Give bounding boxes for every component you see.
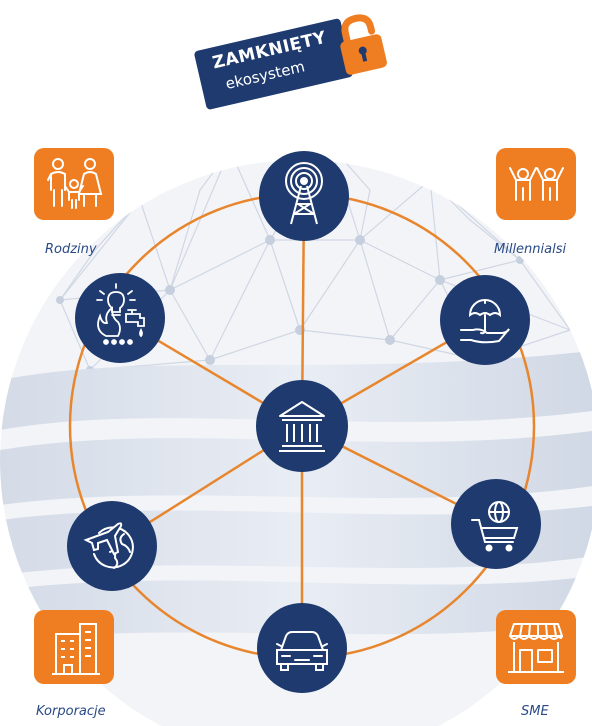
millennialsi-segment-icon-box [496, 148, 576, 220]
travel-node [67, 501, 157, 591]
utilities-node [75, 273, 165, 363]
telecom-node [259, 151, 349, 241]
insurance-node [440, 275, 530, 365]
shop-icon [508, 623, 564, 673]
sme-segment-icon-box [496, 610, 576, 684]
utilities-icon [96, 283, 145, 345]
ecommerce-node [451, 479, 541, 569]
radio-tower-icon [285, 162, 323, 225]
segment-label-millennialsi: Millennialsi [494, 242, 567, 257]
office-building-icon [52, 623, 100, 675]
closed-ecosystem-badge: ZAMKNIĘTY ekosystem [191, 0, 390, 120]
young-people-icon [509, 167, 564, 201]
plane-globe-icon [83, 522, 134, 569]
bank-hub-node [256, 380, 348, 472]
car-icon [276, 631, 328, 671]
bank-icon [279, 401, 325, 452]
auto-node [257, 603, 347, 693]
rodziny-segment-icon-box [34, 148, 114, 220]
segment-label-korporacje: Korporacje [36, 704, 106, 719]
segment-label-sme: SME [521, 704, 549, 719]
umbrella-hand-icon [460, 299, 510, 344]
family-icon [47, 158, 103, 209]
shopping-cart-globe-icon [471, 501, 519, 552]
padlock-icon [340, 14, 387, 75]
korporacje-segment-icon-box [34, 610, 114, 684]
segment-label-rodziny: Rodziny [45, 242, 97, 257]
